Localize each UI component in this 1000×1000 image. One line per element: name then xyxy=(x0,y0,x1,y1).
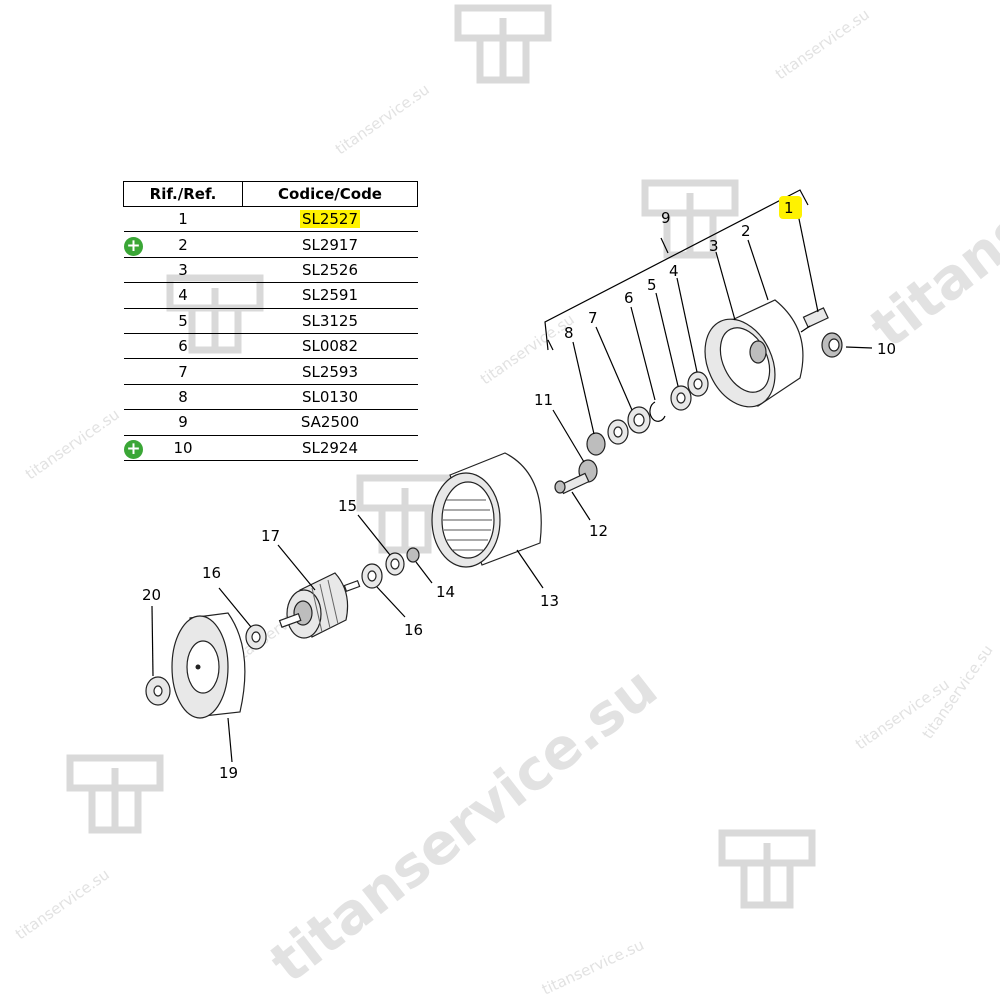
part-4-washer xyxy=(676,277,709,397)
plus-circle-icon[interactable]: + xyxy=(124,440,143,459)
cell-ref: 4 xyxy=(123,282,243,309)
table-header-row: Rif./Ref. Codice/Code xyxy=(123,181,418,207)
callout-3: 3 xyxy=(709,237,719,255)
callout-12: 12 xyxy=(589,522,608,540)
cell-code[interactable]: SL2527 xyxy=(242,206,418,233)
callout-16: 16 xyxy=(404,621,423,639)
cell-code[interactable]: SL2526 xyxy=(242,257,418,284)
cell-code[interactable]: SA2500 xyxy=(242,409,418,436)
table-row: 3 SL2526 xyxy=(123,257,418,284)
group-bracket-leader xyxy=(660,237,669,254)
part-15-washer xyxy=(357,514,405,576)
plus-circle-icon[interactable]: + xyxy=(124,237,143,256)
cell-ref: 8 xyxy=(123,384,243,411)
header-code: Codice/Code xyxy=(242,181,418,207)
callout-9: 9 xyxy=(661,209,671,227)
table-row: 8 SL0130 xyxy=(123,384,418,411)
callout-5: 5 xyxy=(647,276,657,294)
cell-ref: 5 xyxy=(123,308,243,334)
callout-8: 8 xyxy=(564,324,574,342)
part-6-circlip xyxy=(630,306,666,422)
part-20-washer xyxy=(145,605,171,706)
header-ref: Rif./Ref. xyxy=(123,181,243,207)
table-row: 6 SL0082 xyxy=(123,333,418,360)
cell-ref: 10 xyxy=(123,435,243,461)
leader-line xyxy=(547,339,554,351)
cell-ref: 6 xyxy=(123,333,243,360)
part-8-gear xyxy=(572,341,606,456)
parts-table: Rif./Ref. Codice/Code 1 SL2527 2 SL2917 … xyxy=(123,181,418,461)
callout-13: 13 xyxy=(540,592,559,610)
callout-16-left: 16 xyxy=(202,564,221,582)
cell-code[interactable]: SL2591 xyxy=(242,282,418,309)
callout-14: 14 xyxy=(436,583,455,601)
part-7b-washer xyxy=(607,419,629,445)
callout-4: 4 xyxy=(669,262,679,280)
table-row: 5 SL3125 xyxy=(123,308,418,334)
part-19-end-shield xyxy=(171,612,246,763)
cell-ref: 7 xyxy=(123,358,243,385)
part-7-bearing xyxy=(595,326,651,434)
callout-7: 7 xyxy=(588,309,598,327)
cell-code[interactable]: SL2593 xyxy=(242,358,418,385)
part-12-shaft xyxy=(552,409,598,521)
part-16-bearing xyxy=(361,563,406,618)
cell-code[interactable]: SL0082 xyxy=(242,333,418,360)
highlighted-code[interactable]: SL2527 xyxy=(299,210,361,229)
part-10-nut xyxy=(821,332,873,358)
table-row: 4 SL2591 xyxy=(123,282,418,309)
table-row: 7 SL2593 xyxy=(123,358,418,385)
cell-ref: 3 xyxy=(123,257,243,284)
part-5-washer xyxy=(655,292,692,411)
table-row: 10 SL2924 xyxy=(123,435,418,461)
cell-ref: 2 xyxy=(123,231,243,258)
callout-20: 20 xyxy=(142,586,161,604)
cell-code[interactable]: SL3125 xyxy=(242,308,418,334)
table-row: 1 SL2527 xyxy=(123,206,418,233)
callout-11: 11 xyxy=(534,391,553,409)
cell-ref: 1 xyxy=(123,206,243,233)
part-17-rotor xyxy=(277,544,361,639)
callout-1: 1 xyxy=(784,199,794,217)
part-3-housing xyxy=(704,239,804,408)
group-bracket xyxy=(544,189,809,351)
part-1-pin xyxy=(797,213,829,333)
cell-code[interactable]: SL2924 xyxy=(242,435,418,461)
callout-10: 10 xyxy=(877,340,896,358)
cell-code[interactable]: SL0130 xyxy=(242,384,418,411)
table-row: 9 SA2500 xyxy=(123,409,418,436)
table-row: 2 SL2917 xyxy=(123,231,418,258)
part-14-bearing xyxy=(406,547,433,584)
cell-code[interactable]: SL2917 xyxy=(242,231,418,258)
callout-19: 19 xyxy=(219,764,238,782)
cell-ref: 9 xyxy=(123,409,243,436)
callout-17: 17 xyxy=(261,527,280,545)
callout-15: 15 xyxy=(338,497,357,515)
callout-highlight xyxy=(779,196,802,219)
callout-2: 2 xyxy=(741,222,751,240)
callout-6: 6 xyxy=(624,289,634,307)
part-16-bearing-left xyxy=(218,587,267,650)
part-13-stator xyxy=(431,452,544,589)
